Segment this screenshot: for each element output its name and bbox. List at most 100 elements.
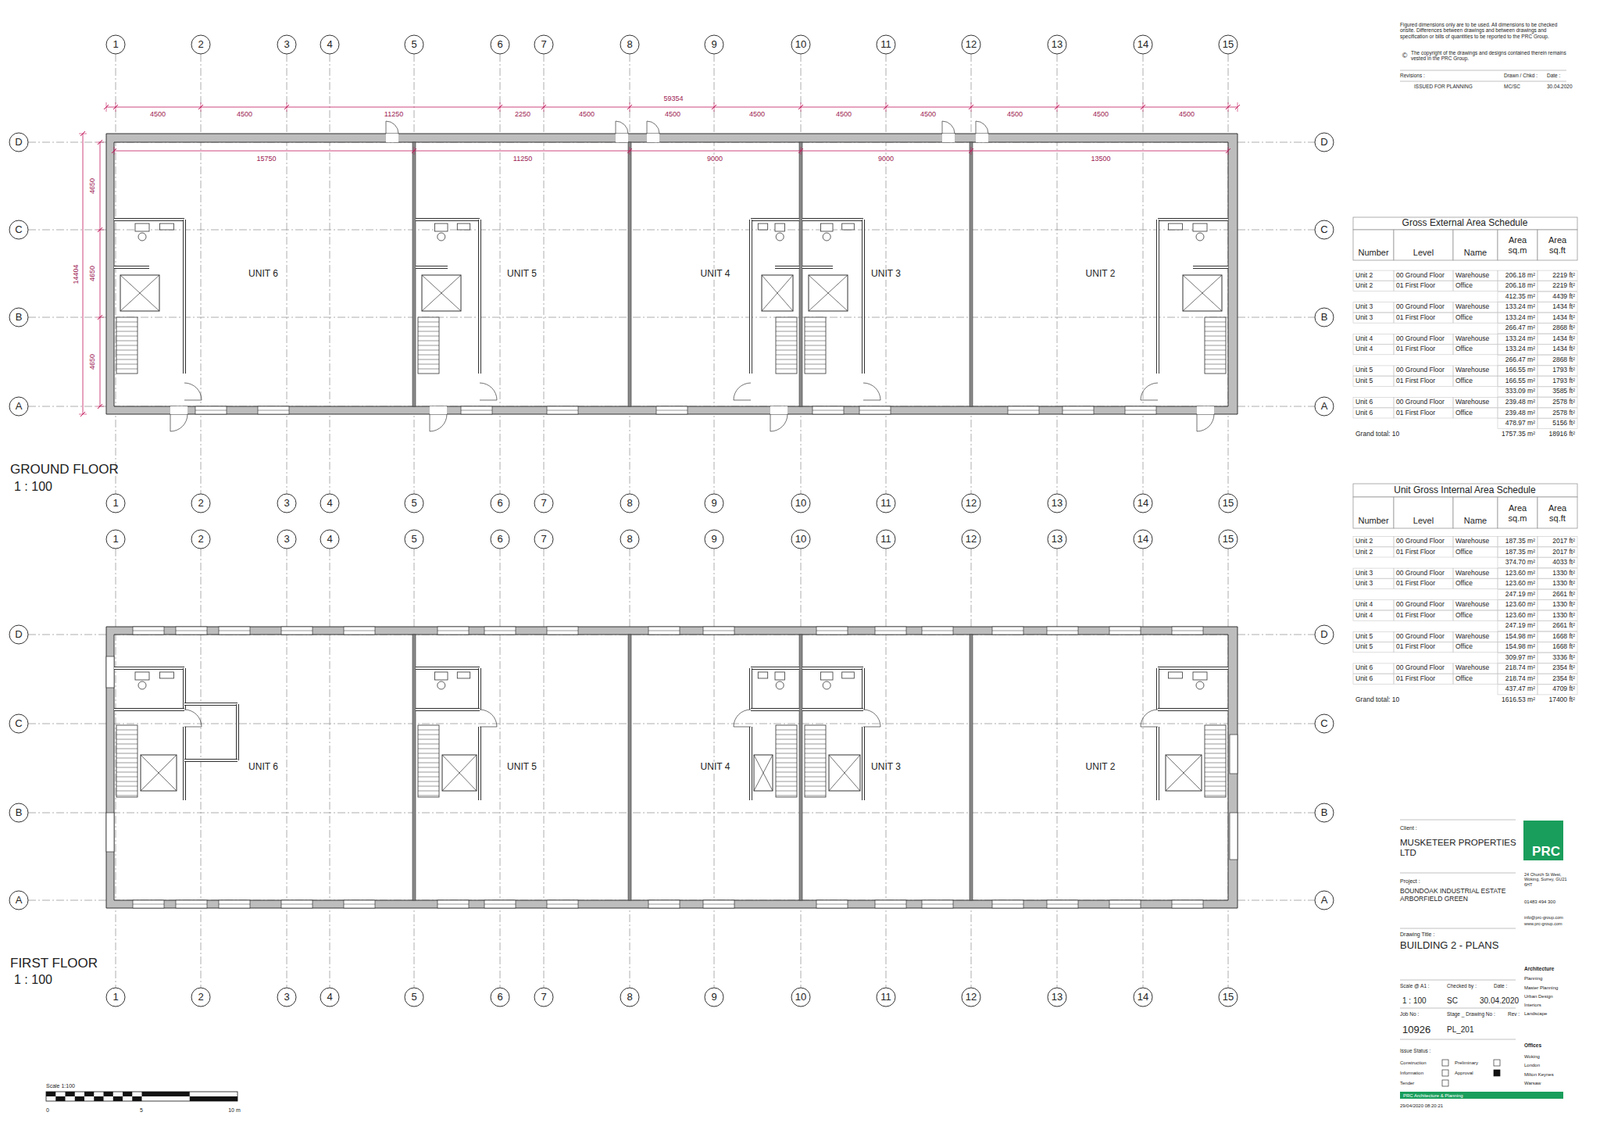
core [184, 758, 238, 762]
core [1204, 771, 1226, 773]
schedule-table [1537, 673, 1578, 684]
table-cell: Warehouse [1455, 569, 1490, 578]
core [417, 781, 440, 783]
brand-bar-text: PRC Architecture & Planning [1403, 1092, 1464, 1098]
grid-number: 1 [112, 497, 118, 510]
core [804, 734, 826, 736]
dimension-line [97, 139, 103, 145]
grid-number: 15 [1222, 533, 1234, 546]
dimension-line [411, 148, 417, 154]
schedule-table [1537, 496, 1578, 529]
table-cell: Office [1455, 579, 1473, 588]
grid-number: 7 [540, 39, 547, 51]
window [132, 903, 165, 905]
core [775, 671, 785, 680]
window [132, 900, 165, 908]
grid-number: 3 [283, 39, 290, 51]
grid-line [543, 548, 545, 988]
schedule-table [1393, 407, 1454, 418]
door [429, 414, 447, 432]
window [546, 903, 579, 905]
window [484, 626, 516, 635]
table-cell: 2219 ft² [1552, 282, 1575, 290]
table-cell: 133.24 m² [1505, 303, 1536, 311]
grid-letter: B [1321, 311, 1329, 324]
schedule-table [1497, 291, 1538, 302]
window [546, 410, 579, 411]
grid-bubble [404, 529, 424, 549]
core [804, 321, 826, 323]
revision-heading: Revisions : [1400, 72, 1425, 79]
core [417, 739, 440, 740]
dimension-line [97, 403, 103, 409]
table-cell: Office [1455, 377, 1473, 386]
core [804, 326, 826, 328]
window [703, 630, 735, 632]
field-value: PL_201 [1446, 1025, 1474, 1035]
window [546, 406, 579, 415]
core [822, 232, 831, 241]
door [646, 121, 660, 134]
core [1140, 382, 1158, 400]
core [236, 703, 239, 761]
schedule-table [1497, 418, 1538, 429]
core [1157, 726, 1159, 800]
grid-line [500, 53, 501, 494]
table-cell: 1668 ft² [1552, 642, 1575, 651]
dimension: 4500 [150, 110, 166, 118]
core [775, 767, 797, 768]
core [862, 667, 865, 710]
dimension-line [1054, 104, 1060, 110]
checkbox [1493, 1059, 1500, 1066]
window [1046, 900, 1079, 908]
window [132, 626, 165, 635]
schedule-table [1537, 365, 1578, 376]
title-block-line [1400, 872, 1516, 874]
core [140, 754, 177, 791]
core [417, 767, 440, 768]
grid-line [286, 548, 288, 988]
core [861, 726, 865, 800]
schedule-table [1353, 483, 1578, 497]
window [343, 903, 375, 905]
core [417, 743, 440, 745]
title-block-line [1400, 81, 1567, 83]
core [417, 785, 440, 787]
schedule-table [1537, 600, 1578, 611]
schedule-table [1537, 386, 1578, 397]
schedule-table [1497, 567, 1538, 579]
table-cell: 133.24 m² [1505, 345, 1536, 354]
field-label: Date : [1493, 982, 1508, 989]
unit-name: UNIT 5 [505, 268, 539, 280]
grid-number: 1 [112, 533, 118, 546]
core [182, 219, 186, 374]
title-block-line [1400, 928, 1516, 929]
unit-name: UNIT 4 [699, 268, 733, 280]
grid-bubble [876, 529, 896, 549]
window [1046, 630, 1079, 632]
window [257, 410, 290, 411]
core [184, 382, 202, 400]
core [182, 726, 186, 800]
field-value: 1 : 100 [1402, 996, 1427, 1006]
window [1109, 900, 1141, 908]
grid-bubble [490, 987, 510, 1007]
core [1157, 708, 1229, 711]
table-cell: 00 Ground Floor [1396, 303, 1445, 311]
table-cell: 00 Ground Floor [1396, 632, 1445, 641]
core [120, 275, 160, 311]
grid-line [28, 723, 1315, 725]
window [281, 903, 313, 905]
core [861, 667, 865, 710]
door [770, 406, 788, 415]
core [733, 382, 751, 400]
core [1204, 729, 1226, 731]
core [775, 739, 797, 740]
grid-bubble [961, 35, 981, 54]
dimension: 11250 [512, 154, 533, 163]
table-cell: Office [1455, 345, 1473, 354]
grid-letter: D [14, 136, 22, 149]
core [421, 275, 461, 311]
grid-line [286, 53, 288, 494]
